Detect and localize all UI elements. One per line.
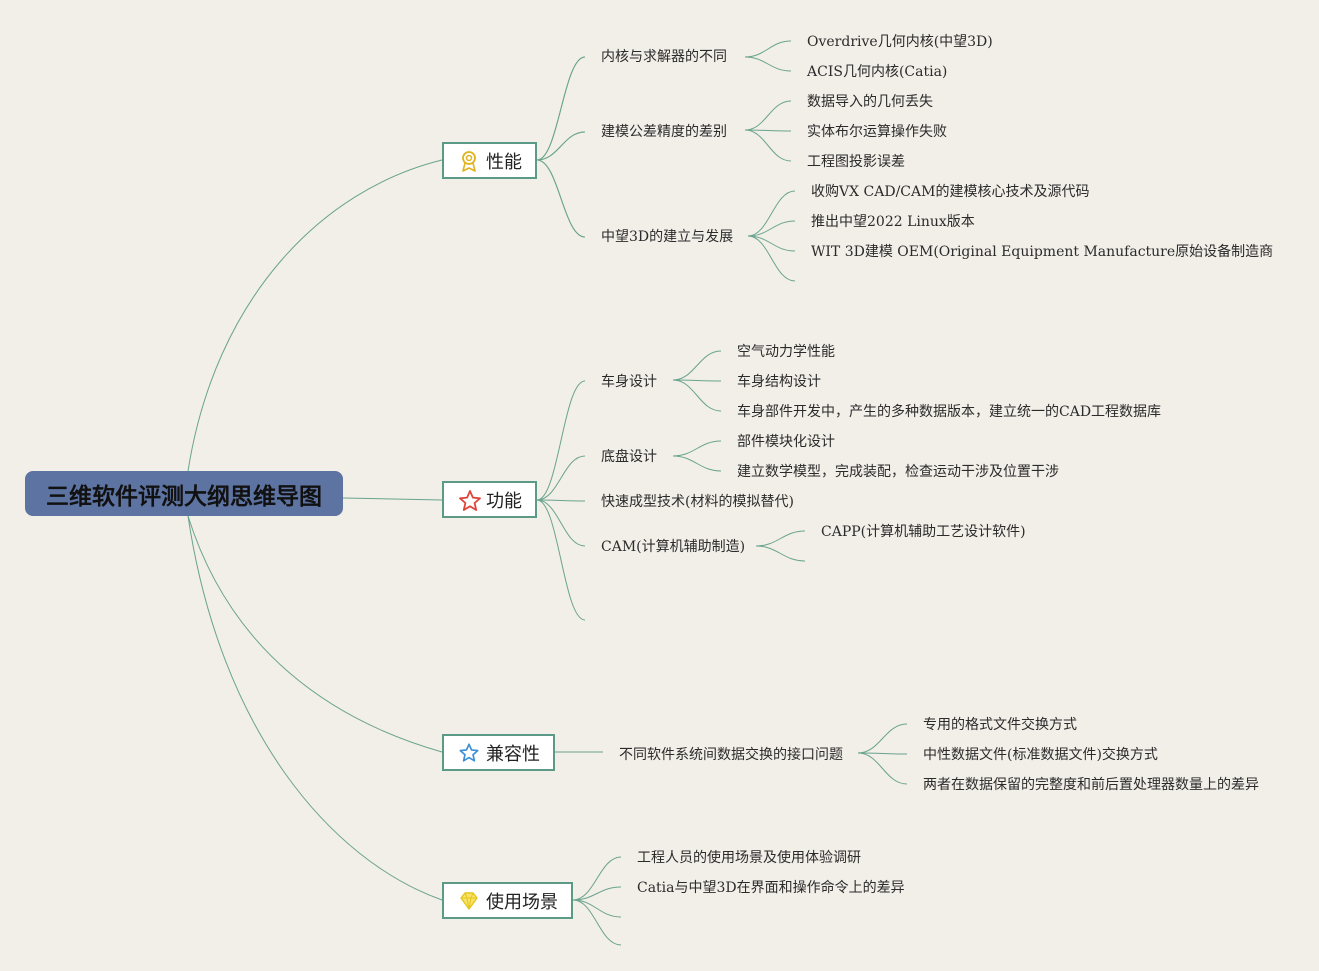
leaf-item[interactable]: 车身结构设计: [737, 374, 821, 390]
category-label: 功能: [486, 490, 522, 512]
connector-line: [572, 856, 622, 901]
connector-line: [536, 56, 586, 161]
connector-line: [747, 190, 796, 237]
connector-line: [672, 440, 722, 457]
connector-line: [744, 100, 792, 131]
leaf-item[interactable]: 中性数据文件(标准数据文件)交换方式: [923, 747, 1158, 763]
topic-chassis-design[interactable]: 底盘设计: [601, 449, 657, 465]
leaf-item[interactable]: 专用的格式文件交换方式: [923, 717, 1077, 733]
connector-line: [536, 159, 586, 238]
connector-line: [672, 455, 722, 472]
leaf-item[interactable]: 建立数学模型，完成装配，检查运动干涉及位置干涉: [737, 464, 1059, 480]
connector-line: [747, 235, 796, 282]
connector-line: [536, 499, 586, 621]
topic-cam[interactable]: CAM(计算机辅助制造): [601, 539, 746, 555]
connector-line: [744, 56, 792, 72]
topic-data-exchange[interactable]: 不同软件系统间数据交换的接口问题: [619, 747, 843, 763]
connector-line: [744, 129, 792, 162]
connector-line: [536, 499, 586, 547]
connector-line: [187, 515, 443, 753]
connector-line: [536, 380, 586, 501]
topic-zw3d-history[interactable]: 中望3D的建立与发展: [601, 229, 734, 245]
connector-line: [572, 899, 622, 918]
category-label: 性能: [486, 151, 522, 173]
topic-tolerance-precision[interactable]: 建模公差精度的差别: [601, 124, 727, 140]
root-node[interactable]: 三维软件评测大纲思维导图: [25, 471, 343, 516]
leaf-item[interactable]: 工程图投影误差: [807, 154, 905, 170]
connector-line: [857, 752, 908, 755]
leaf-item[interactable]: 实体布尔运算操作失败: [807, 124, 947, 140]
category-usage-scenario[interactable]: 使用场景: [442, 882, 573, 919]
connector-line: [747, 220, 796, 237]
topic-body-design[interactable]: 车身设计: [601, 374, 657, 390]
leaf-item[interactable]: 推出中望2022 Linux版本: [811, 214, 975, 230]
leaf-item[interactable]: WIT 3D建模 OEM(Original Equipment Manufact…: [811, 244, 1274, 260]
star-icon: [458, 489, 481, 511]
connector-line: [755, 530, 806, 547]
category-function[interactable]: 功能: [442, 481, 537, 518]
leaf-item[interactable]: 车身部件开发中，产生的多种数据版本，建立统一的CAD工程数据库: [737, 404, 1162, 420]
topic-kernel-solver[interactable]: 内核与求解器的不同: [601, 49, 727, 65]
connector-line: [672, 379, 722, 382]
root-label: 三维软件评测大纲思维导图: [46, 483, 322, 510]
topic-ui-command-diff[interactable]: Catia与中望3D在界面和操作命令上的差异: [637, 880, 905, 896]
connector-line: [572, 899, 622, 946]
leaf-item[interactable]: 数据导入的几何丢失: [807, 94, 933, 110]
connector-line: [187, 515, 443, 901]
connector-line: [672, 350, 722, 381]
category-performance[interactable]: 性能: [442, 142, 537, 179]
connector-line: [572, 886, 622, 901]
connector-line: [342, 497, 443, 501]
topic-rapid-prototyping[interactable]: 快速成型技术(材料的模拟替代): [601, 494, 794, 510]
connector-line: [536, 131, 586, 161]
star-outline-icon: [458, 742, 480, 764]
topic-user-survey[interactable]: 工程人员的使用场景及使用体验调研: [637, 850, 861, 866]
connector-line: [744, 129, 792, 132]
category-label: 兼容性: [486, 743, 540, 765]
ribbon-badge-icon: [458, 150, 480, 172]
connector-line: [536, 499, 586, 502]
connector-line: [755, 545, 806, 562]
connector-line: [187, 159, 443, 472]
leaf-item[interactable]: 收购VX CAD/CAM的建模核心技术及源代码: [811, 184, 1090, 200]
leaf-item[interactable]: ACIS几何内核(Catia): [807, 64, 948, 80]
diamond-icon: [458, 890, 480, 912]
connector-line: [672, 379, 722, 412]
leaf-item[interactable]: 部件模块化设计: [737, 434, 835, 450]
leaf-item[interactable]: Overdrive几何内核(中望3D): [807, 34, 993, 50]
leaf-item[interactable]: 两者在数据保留的完整度和前后置处理器数量上的差异: [923, 777, 1259, 793]
connector-line: [857, 752, 908, 785]
connector-line: [744, 40, 792, 58]
leaf-item[interactable]: 空气动力学性能: [737, 344, 835, 360]
category-label: 使用场景: [486, 891, 558, 913]
connector-line: [536, 455, 586, 501]
connector-line: [857, 723, 908, 754]
leaf-item[interactable]: CAPP(计算机辅助工艺设计软件): [821, 524, 1026, 540]
category-compatibility[interactable]: 兼容性: [442, 734, 555, 771]
